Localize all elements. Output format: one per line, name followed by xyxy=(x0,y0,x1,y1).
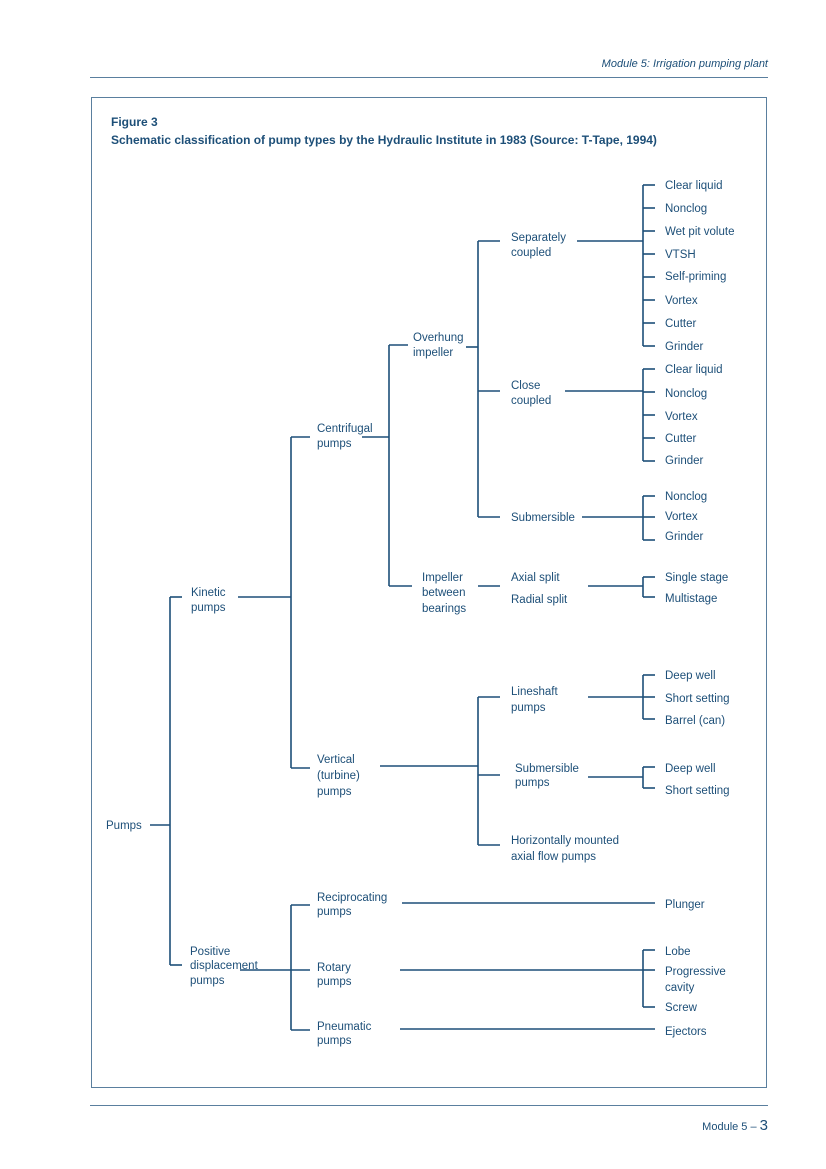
node-pneumatic-pumps: Pneumatic pumps xyxy=(317,1021,375,1047)
footer-rule xyxy=(90,1105,768,1106)
page-footer: Module 5 – 3 xyxy=(702,1117,768,1134)
leaf-multistage: Multistage xyxy=(665,593,717,605)
leaf-ejectors: Ejectors xyxy=(665,1026,707,1038)
figure-caption: Schematic classification of pump types b… xyxy=(111,133,657,147)
node-separately-coupled: Separately coupled xyxy=(511,232,569,259)
leaf-deep-well: Deep well xyxy=(665,763,716,775)
leaf-wet-pit-volute: Wet pit volute xyxy=(665,226,734,238)
node-close-coupled: Close coupled xyxy=(511,380,551,407)
leaf-screw: Screw xyxy=(665,1002,698,1014)
leaf-barrel-can: Barrel (can) xyxy=(665,715,725,727)
header-rule xyxy=(90,77,768,78)
node-overhung-impeller: Overhung impeller xyxy=(413,332,467,359)
leaf-vortex: Vortex xyxy=(665,295,698,307)
node-reciprocating-pumps: Reciprocating pumps xyxy=(317,892,391,918)
figure-label: Figure 3 xyxy=(111,115,158,129)
node-centrifugal-pumps: Centrifugal pumps xyxy=(317,423,376,450)
footer-module-label: Module 5 – xyxy=(702,1121,760,1133)
node-impeller-between-bearings: Impeller between bearings xyxy=(422,572,469,615)
leaf-short-setting: Short setting xyxy=(665,785,730,797)
node-submersible: Submersible xyxy=(511,512,575,524)
leaf-short-setting: Short setting xyxy=(665,693,730,705)
node-kinetic-pumps: Kinetic pumps xyxy=(191,587,229,614)
leaf-nonclog: Nonclog xyxy=(665,491,707,503)
leaf-cavity: cavity xyxy=(665,982,695,994)
figure-frame xyxy=(91,97,767,1088)
node-horizontally-mounted: Horizontally mounted axial flow pumps xyxy=(511,835,622,863)
leaf-plunger: Plunger xyxy=(665,899,705,911)
node-positive-displacement-pumps: Positive displacement pumps xyxy=(190,946,261,987)
running-header: Module 5: Irrigation pumping plant xyxy=(601,58,768,70)
leaf-grinder: Grinder xyxy=(665,455,704,467)
node-pumps: Pumps xyxy=(106,820,142,832)
leaf-deep-well: Deep well xyxy=(665,670,716,682)
node-vertical-turbine-pumps: Vertical (turbine) pumps xyxy=(317,754,363,798)
leaf-lobe: Lobe xyxy=(665,946,691,958)
leaf-grinder: Grinder xyxy=(665,531,704,543)
leaf-clear-liquid: Clear liquid xyxy=(665,180,723,192)
node-axial-split: Axial split xyxy=(511,572,560,584)
leaf-vtsh: VTSH xyxy=(665,249,696,261)
leaf-nonclog: Nonclog xyxy=(665,203,707,215)
page-number: 3 xyxy=(759,1117,768,1134)
node-lineshaft-pumps: Lineshaft pumps xyxy=(511,686,561,714)
leaf-self-priming: Self-priming xyxy=(665,271,726,283)
leaf-vortex: Vortex xyxy=(665,511,698,523)
node-radial-split: Radial split xyxy=(511,594,568,606)
tree-labels: Pumps Kinetic pumps Positive displacemen… xyxy=(106,180,734,1047)
node-rotary-pumps: Rotary pumps xyxy=(317,962,354,988)
leaf-grinder: Grinder xyxy=(665,341,704,353)
leaf-cutter: Cutter xyxy=(665,318,696,330)
leaf-single-stage: Single stage xyxy=(665,572,728,584)
leaf-nonclog: Nonclog xyxy=(665,388,707,400)
leaf-clear-liquid: Clear liquid xyxy=(665,364,723,376)
leaf-vortex: Vortex xyxy=(665,411,698,423)
tree-connectors xyxy=(150,184,655,1031)
leaf-cutter: Cutter xyxy=(665,433,696,445)
leaf-progressive: Progressive xyxy=(665,966,726,978)
node-submersible-pumps: Submersible pumps xyxy=(515,763,582,789)
